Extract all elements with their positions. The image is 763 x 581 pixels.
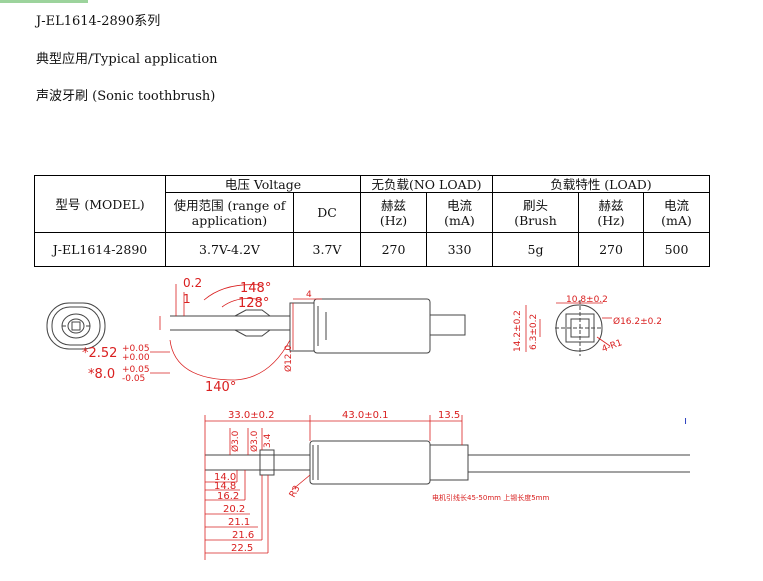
dim-43-0: 43.0±0.1 (342, 410, 389, 421)
dim-dia-12: Ø12.0 (283, 345, 294, 372)
noload-hz-cell: 270 (360, 232, 427, 267)
dim-21-6: 21.6 (232, 530, 254, 541)
model-header: 型号 (MODEL) (34, 175, 166, 233)
dim-8-0-tol-up: +0.05 (122, 365, 150, 375)
dim-14-2: 14.2±0.2 (513, 310, 523, 352)
dim-8-0: *8.0 (88, 367, 115, 382)
series-title: J-EL1614-2890系列 (36, 14, 161, 29)
dim-angle-140: 140° (205, 380, 236, 395)
dim-3-4: 3.4 (263, 433, 273, 448)
brush-header: 刷头 (Brush (492, 192, 579, 233)
dim-33-0: 33.0±0.2 (228, 410, 275, 421)
top-accent-bar (0, 0, 88, 3)
noload-hz-header: 赫兹 (Hz) (360, 192, 427, 233)
side-view-bottom-dims (204, 415, 463, 560)
side-view-dims (150, 284, 322, 381)
dim-21-1: 21.1 (228, 517, 250, 528)
dim-2-52-tol-up: +0.05 (122, 344, 150, 354)
dim-6-3: 6.3±0.2 (529, 314, 539, 350)
product-label: 声波牙刷 (Sonic toothbrush) (36, 89, 216, 104)
dc-cell: 3.7V (293, 232, 361, 267)
load-ma-header: 电流 (mA) (643, 192, 710, 233)
spec-table: 型号 (MODEL) 电压 Voltage 无负载(NO LOAD) 负载特性 … (34, 175, 710, 267)
noload-ma-cell: 330 (426, 232, 493, 267)
blue-marker: ı (684, 414, 687, 427)
end-view-left (46, 302, 106, 350)
dim-4-r1: 4-R1 (601, 338, 624, 355)
dim-2-52-tol-dn: +0.00 (122, 353, 150, 363)
load-hz-header: 赫兹 (Hz) (578, 192, 644, 233)
dim-dia-3-0-a: Ø3.0 (230, 430, 241, 452)
dim-14-0: 14.0 (214, 472, 236, 483)
lead-wire-note: 电机引线长45-50mm 上锡长度5mm (432, 493, 549, 502)
dim-dia-16-2: Ø16.2±0.2 (613, 316, 662, 327)
dim-13-5: 13.5 (438, 410, 460, 421)
brush-cell: 5g (492, 232, 579, 267)
front-view (555, 300, 603, 356)
dim-22-5: 22.5 (231, 543, 253, 554)
dim-16-2: 16.2 (217, 491, 239, 502)
noload-group-header: 无负载(NO LOAD) (360, 175, 493, 193)
dim-0-2: 0.2 (183, 276, 202, 290)
side-view-bottom (205, 440, 690, 485)
front-view-dims (525, 302, 612, 352)
dim-r3: R3 (288, 484, 303, 499)
dim-2-52: *2.52 (82, 346, 117, 361)
load-hz-cell: 270 (578, 232, 644, 267)
dim-8-0-tol-dn: -0.05 (122, 374, 145, 384)
model-cell: J-EL1614-2890 (34, 232, 166, 267)
dim-angle-128: 128° (238, 296, 269, 311)
load-ma-cell: 500 (643, 232, 710, 267)
range-cell: 3.7V-4.2V (165, 232, 294, 267)
dim-dia-3-0-b: Ø3.0 (249, 430, 260, 452)
dim-10-8: 10.8±0.2 (566, 295, 608, 305)
dim-20-2: 20.2 (223, 504, 245, 515)
dim-14-8: 14.8 (214, 481, 236, 492)
dim-angle-148: 148° (240, 281, 271, 296)
dim-4: 4 (306, 290, 312, 300)
side-view-top (170, 298, 466, 354)
dim-1: 1 (183, 292, 191, 306)
application-label: 典型应用/Typical application (36, 52, 218, 67)
